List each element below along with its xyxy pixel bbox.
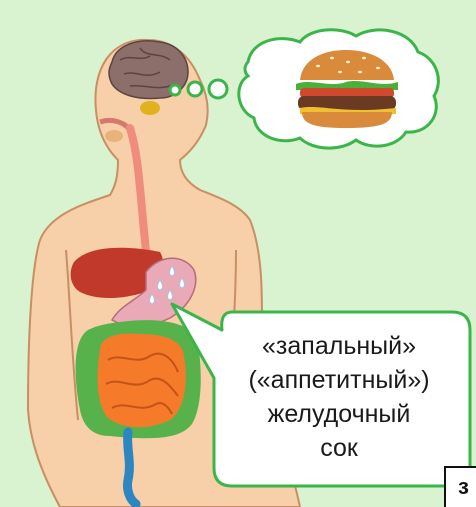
callout-line-3: желудочный: [268, 397, 411, 431]
callout-line-1: «запальный»: [262, 329, 416, 363]
burger-icon: [296, 50, 398, 128]
corner-tag: з: [444, 466, 476, 507]
callout-text: «запальный» («аппетитный») желудочный со…: [216, 312, 462, 482]
callout-line-4: сок: [320, 431, 358, 465]
tongue: [105, 130, 123, 142]
callout-line-2: («аппетитный»): [248, 363, 429, 397]
